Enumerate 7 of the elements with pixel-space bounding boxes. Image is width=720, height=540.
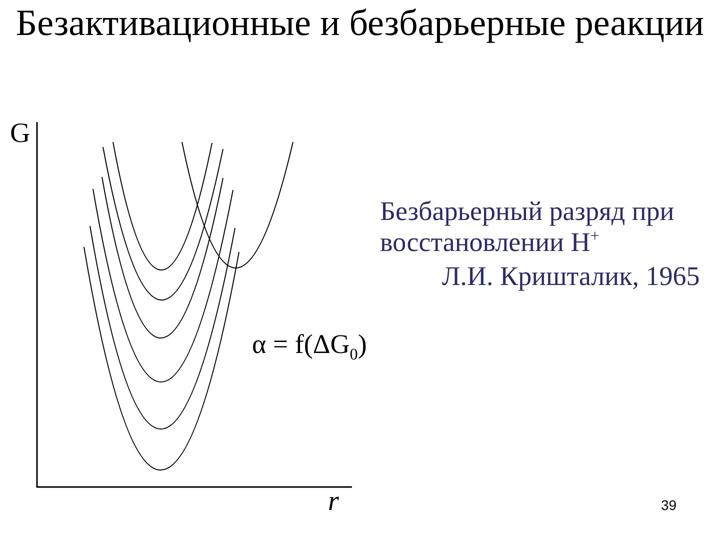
axis-label: G xyxy=(10,118,30,150)
axis-label: r xyxy=(328,486,339,518)
annotation-text: Безбарьерный разряд при восстановлении H$^{+}$ xyxy=(380,196,676,258)
page-number: 39 xyxy=(661,497,677,513)
citation-text: Л.И. Кришталик, 1965 xyxy=(442,261,700,292)
slide-title: Безактивационные и безбарьерные реакции xyxy=(14,2,706,46)
formula-text: α = f(ΔG$_{0}$) xyxy=(252,329,367,360)
